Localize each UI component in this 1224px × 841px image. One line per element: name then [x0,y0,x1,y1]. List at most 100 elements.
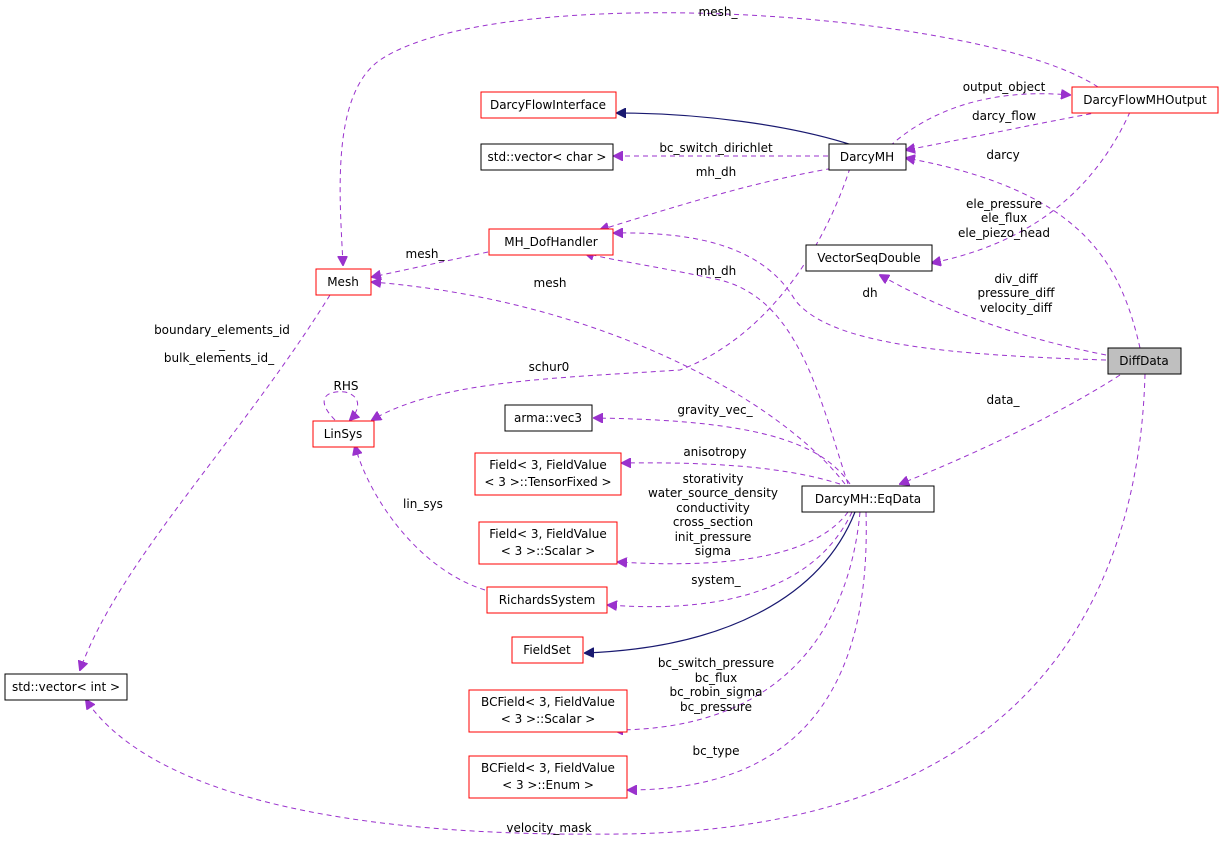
label-pressure-diff: pressure_diff [977,286,1055,300]
node-label-line2: < 3 >::Scalar > [501,712,596,726]
node-label: VectorSeqDouble [817,251,920,265]
label-dh: dh [862,286,877,300]
label-schur0: schur0 [529,360,570,374]
edge-linsys-rhs-loop [323,391,358,420]
node-bcfield-scalar[interactable]: BCField< 3, FieldValue < 3 >::Scalar > [468,689,628,733]
label-water-source-density: water_source_density [648,486,778,500]
node-label-line2: < 3 >::Enum > [502,778,594,792]
label-init-pressure: init_pressure [675,530,752,544]
edge-diffdata-to-darcymh [906,158,1141,349]
node-label: DarcyMH::EqData [815,492,921,506]
node-label-line2: < 3 >::Scalar > [501,544,596,558]
label-mh-dh-eqdata: mh_dh [696,264,737,278]
edge-eqdata-to-vec3 [594,418,851,485]
node-arma-vec3[interactable]: arma::vec3 [504,404,593,432]
edge-eqdata-to-bcfield-scalar [614,511,861,730]
node-vector-seq-double[interactable]: VectorSeqDouble [805,244,933,272]
edges [80,12,1146,835]
node-richards-system[interactable]: RichardsSystem [486,586,608,614]
edge-diffdata-to-mhdofhandler [614,233,1107,361]
edge-labels: mesh_ output_object darcy_flow bc_switch… [154,5,1055,835]
label-mesh-top: mesh_ [699,5,739,19]
node-label: std::vector< char > [488,150,607,164]
edge-darcymh-to-darcyflowinterface [617,113,853,146]
edge-diffdata-to-eqdata [900,374,1121,484]
nodes: DarcyFlowInterface std::vector< char > D… [4,86,1219,799]
edge-eqdata-to-bcfield-enum [628,511,867,790]
label-div-diff: div_diff [994,272,1038,286]
label-ele-piezo-head: ele_piezo_head [958,226,1050,240]
node-label-line1: BCField< 3, FieldValue [481,761,615,775]
node-label: Mesh [327,275,359,289]
label-bc-robin-sigma: bc_robin_sigma [669,685,762,699]
edge-output-to-vectorseqdouble [932,111,1131,263]
label-cross-section: cross_section [673,515,753,529]
label-bc-flux: bc_flux [695,671,737,685]
node-darcy-flow-mh-output[interactable]: DarcyFlowMHOutput [1071,86,1219,114]
edge-eqdata-to-fieldset [585,511,856,653]
label-mesh-eqdata: mesh [534,276,567,290]
node-label: DarcyFlowInterface [490,98,606,112]
edge-diffdata-to-vector-int [86,373,1146,835]
node-label: DiffData [1119,354,1169,368]
node-darcy-flow-interface[interactable]: DarcyFlowInterface [480,91,617,119]
node-mh-dof-handler[interactable]: MH_DofHandler [488,228,614,256]
node-label-line1: Field< 3, FieldValue [489,458,606,472]
label-lin-sys: lin_sys [403,497,443,511]
node-label: DarcyMH [840,150,894,164]
label-darcy-flow: darcy_flow [972,109,1036,123]
edge-output-to-mesh [340,12,1099,265]
node-darcy-mh[interactable]: DarcyMH [828,143,907,171]
label-bulk-elements: bulk_elements_id_ [164,351,275,365]
edge-eqdata-to-field-tensor [622,463,841,485]
edge-mesh-to-vector-int [80,294,331,670]
label-bc-switch-dirichlet: bc_switch_dirichlet [659,141,773,155]
label-storativity: storativity [683,472,744,486]
node-label: RichardsSystem [499,593,596,607]
node-label: std::vector< int > [12,680,120,694]
node-std-vector-int[interactable]: std::vector< int > [4,673,128,701]
label-bc-pressure: bc_pressure [680,700,752,714]
label-rhs: RHS [334,379,359,393]
label-anisotropy: anisotropy [683,445,746,459]
label-system: system_ [691,573,741,587]
label-bc-switch-pressure: bc_switch_pressure [658,656,774,670]
label-bc-type: bc_type [692,744,739,758]
label-ele-flux: ele_flux [981,211,1027,225]
label-sigma: sigma [695,544,731,558]
node-label-line1: BCField< 3, FieldValue [481,695,615,709]
node-bcfield-enum[interactable]: BCField< 3, FieldValue < 3 >::Enum > [468,755,628,799]
node-label: MH_DofHandler [504,235,598,249]
label-mesh-handler: mesh_ [406,247,446,261]
label-boundary-elements: boundary_elements_id [154,323,290,337]
node-label: LinSys [324,427,363,441]
node-field-set[interactable]: FieldSet [511,636,584,664]
label-conductivity: conductivity [676,501,750,515]
label-output-object: output_object [963,80,1046,94]
node-lin-sys[interactable]: LinSys [312,420,375,448]
edge-richards-to-linsys [355,446,486,591]
node-label: FieldSet [523,643,571,657]
node-diff-data[interactable]: DiffData [1107,347,1182,375]
label-velocity-diff: velocity_diff [980,301,1053,315]
node-field-scalar[interactable]: Field< 3, FieldValue < 3 >::Scalar > [478,521,618,565]
edge-darcymh-to-linsys [372,167,851,420]
edge-eqdata-to-mhdofhandler [585,253,849,485]
label-boundary-elements-underscore: _ [218,337,226,351]
node-darcy-mh-eqdata[interactable]: DarcyMH::EqData [801,485,935,513]
node-field-tensor-fixed[interactable]: Field< 3, FieldValue < 3 >::TensorFixed … [474,452,622,496]
edge-eqdata-to-mesh [372,282,846,485]
node-label: arma::vec3 [514,411,582,425]
node-std-vector-char[interactable]: std::vector< char > [480,143,614,171]
label-ele-pressure: ele_pressure [966,197,1042,211]
edge-diffdata-to-vectorseqdouble [880,275,1107,356]
node-label-line1: Field< 3, FieldValue [489,527,606,541]
node-mesh[interactable]: Mesh [315,268,372,296]
label-mh-dh-top: mh_dh [696,165,737,179]
edge-darcymh-to-output [889,94,1070,147]
edge-mhdofhandler-to-mesh [372,251,489,277]
edge-eqdata-to-richards [608,511,853,607]
label-data: data_ [986,393,1020,407]
edge-eqdata-to-field-scalar [618,511,849,564]
